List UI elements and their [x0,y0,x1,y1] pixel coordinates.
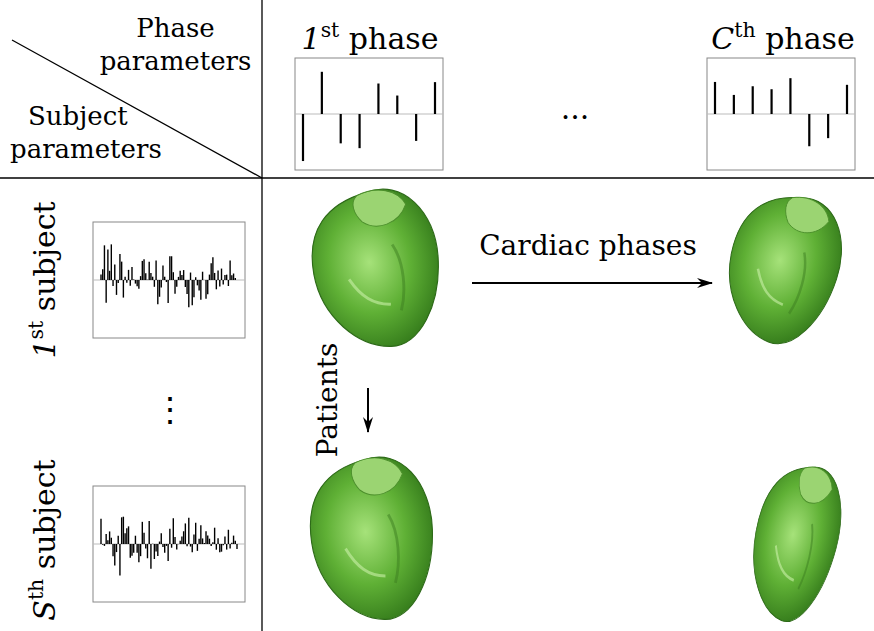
phase-arrow [472,282,712,284]
heart-meshes [303,182,854,628]
ellipsis: ... [561,92,590,125]
heart-mesh [739,458,852,629]
arrow-label: Cardiac phases [479,231,697,262]
row-header: 1st subject [28,201,61,358]
bar-chart [93,486,245,602]
bar-charts [93,58,855,602]
bar-chart [707,58,855,170]
column-header: Cth phase [711,22,854,55]
heart-mesh [303,452,441,626]
divider-line [0,177,874,178]
axis-title: Phase parameters [88,12,263,77]
bar-chart [93,222,245,338]
row-header: Sth subject [28,459,61,620]
ellipsis: ⋮ [153,391,187,428]
divider-line [261,0,262,631]
heart-mesh [303,182,450,356]
axis-title: Subject parameters [10,100,185,165]
heart-mesh [713,183,854,354]
patient-arrow [367,388,369,432]
arrows [368,283,712,432]
bar-chart [295,58,443,170]
column-header: 1st phase [302,22,439,55]
arrow-label: Patients [313,343,344,458]
